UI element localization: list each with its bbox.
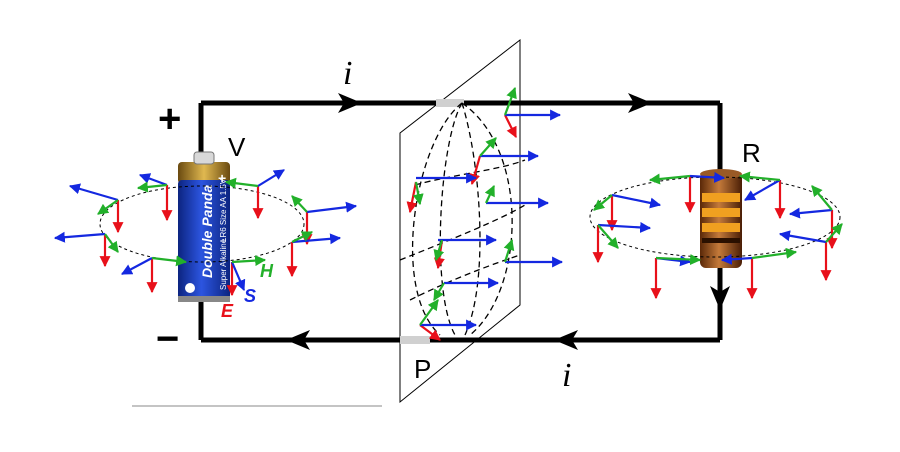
current-arrow-right [710, 286, 730, 310]
voltage-label: V [228, 132, 246, 162]
battery-size-text: LR6 Size AA 1.5V [219, 178, 228, 242]
h-field-label: H [260, 261, 274, 281]
e-field-label: E [221, 301, 234, 321]
battery-terminal-sign: + [218, 170, 226, 186]
current-arrow-top-left [338, 93, 362, 113]
current-arrow-bottom-right [554, 330, 578, 350]
s-field-vectors [53, 109, 833, 331]
resistor [700, 169, 742, 268]
battery-field-ring [99, 185, 305, 263]
current-label-top: i [343, 55, 352, 92]
current-arrow-top-right [628, 93, 652, 113]
surface-plane [399, 38, 526, 404]
battery: + Double Panda Super Alkaline LR6 Size A… [178, 151, 230, 302]
resistor-label: R [742, 138, 761, 168]
plus-sign: + [158, 97, 181, 141]
minus-sign: − [156, 317, 179, 361]
battery-logo-icon [185, 283, 195, 293]
current-label-bottom: i [562, 357, 571, 394]
battery-subtitle: Super Alkaline [219, 238, 228, 290]
battery-brand: Double Panda [199, 184, 215, 278]
s-field-label: S [244, 286, 256, 306]
circuit-wires [198, 100, 723, 343]
h-field-vectors [97, 86, 843, 326]
plane-label: P [414, 354, 431, 384]
current-arrows [286, 93, 730, 350]
current-arrow-bottom-left [286, 330, 310, 350]
